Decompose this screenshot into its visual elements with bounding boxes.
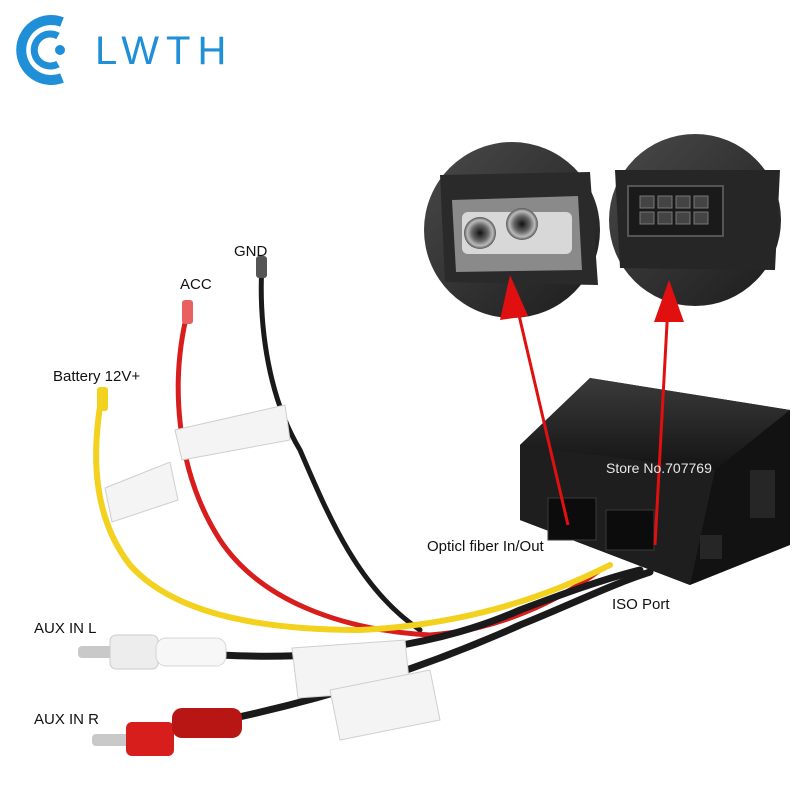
gnd-label: GND bbox=[234, 243, 268, 260]
battery-terminal bbox=[97, 387, 108, 411]
brand-name: LWTH bbox=[95, 29, 233, 73]
acc-wire bbox=[175, 307, 603, 638]
battery-tag bbox=[104, 461, 179, 523]
gnd-terminal bbox=[256, 256, 267, 278]
rca-plug-white bbox=[78, 634, 227, 670]
iso-label: ISO Port bbox=[612, 596, 670, 613]
brand-logo-icon bbox=[16, 15, 65, 85]
iso-arrow bbox=[653, 280, 684, 546]
acc-terminal bbox=[182, 300, 193, 324]
aux-r-cable bbox=[221, 568, 654, 724]
battery-wire bbox=[93, 392, 613, 634]
acc-label: ACC bbox=[180, 276, 212, 293]
aux-r-label: AUX IN R bbox=[34, 711, 100, 728]
optical-label: Opticl fiber In/Out bbox=[427, 538, 544, 555]
optical-connector-photo bbox=[424, 142, 600, 318]
battery-label: Battery 12V+ bbox=[53, 368, 141, 385]
optical-arrow bbox=[500, 275, 570, 526]
rca-plug-red bbox=[92, 708, 242, 756]
aux-l-label: AUX IN L bbox=[34, 620, 97, 637]
acc-tag bbox=[174, 404, 291, 461]
iso-connector-photo bbox=[609, 134, 781, 306]
aux-r-tag bbox=[329, 669, 441, 741]
decoder-box bbox=[520, 378, 790, 585]
gnd-wire bbox=[258, 259, 423, 633]
store-watermark: Store No.707769 bbox=[606, 460, 712, 476]
